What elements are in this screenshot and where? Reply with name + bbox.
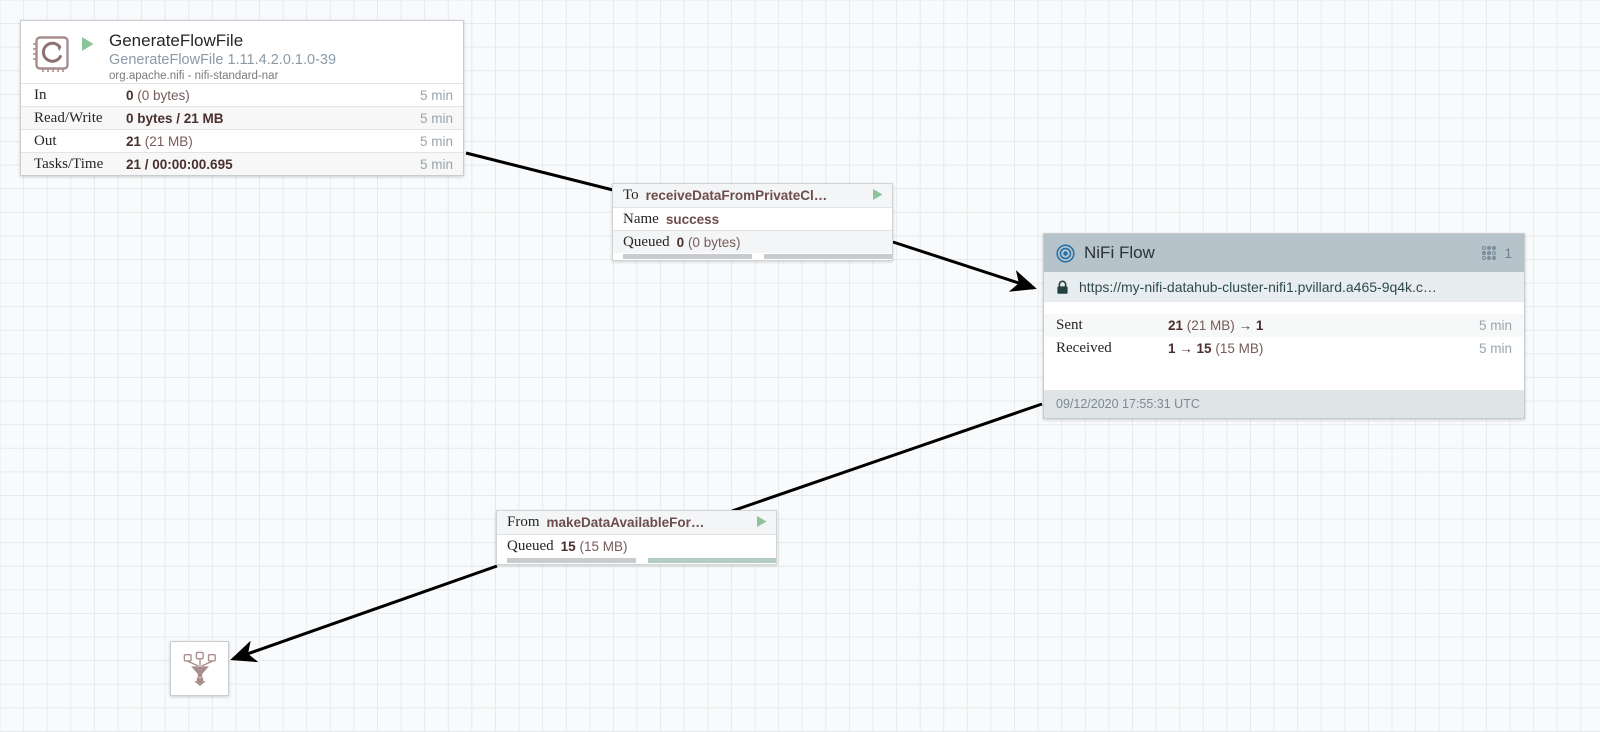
- stat-time-readwrite: 5 min: [419, 110, 453, 126]
- queue-count-bar: [507, 558, 636, 563]
- stat-value-readwrite-amount: 0 bytes / 21 MB: [126, 110, 224, 126]
- stat-label-taskstime: Tasks/Time: [34, 155, 104, 172]
- play-triangle-icon[interactable]: [864, 188, 884, 204]
- connection-to-queued-count: 0: [676, 234, 685, 250]
- processor-header: GenerateFlowFile GenerateFlowFile 1.11.4…: [21, 21, 463, 83]
- connection-from-queued-count: 15: [560, 538, 576, 554]
- stat-value-sent: 21 (21 MB) → 1: [1168, 318, 1264, 333]
- connection-to-direction-label: To: [623, 187, 639, 203]
- last-refreshed-timestamp: 09/12/2020 17:55:31 UTC: [1056, 397, 1200, 411]
- link-connection-from-to-funnel[interactable]: [230, 564, 498, 663]
- connection-to-name-label: Name: [623, 210, 659, 227]
- connection-from-queued-size: (15 MB): [579, 538, 628, 554]
- processor-stat-taskstime: Tasks/Time 21 / 00:00:00.695 5 min: [21, 152, 463, 175]
- stat-value-taskstime: 21 / 00:00:00.695: [126, 157, 420, 172]
- stat-time-sent: 5 min: [1478, 318, 1512, 333]
- remote-process-group-nifi-flow[interactable]: NiFi Flow 1: [1043, 233, 1525, 419]
- connection-to-queued-label: Queued: [623, 233, 670, 250]
- stat-time-out: 5 min: [419, 133, 453, 149]
- stat-label-sent: Sent: [1056, 317, 1083, 333]
- stat-value-readwrite: 0 bytes / 21 MB: [126, 111, 420, 126]
- remote-process-group-url[interactable]: https://my-nifi-datahub-cluster-nifi1.pv…: [1079, 279, 1437, 295]
- connection-card-from[interactable]: From makeDataAvailableFor… Queued 15 (15…: [496, 510, 777, 565]
- connection-to-name-value: success: [665, 211, 720, 227]
- stat-value-taskstime-amount: 21 / 00:00:00.695: [126, 156, 233, 172]
- funnel-component[interactable]: [170, 641, 229, 696]
- stat-value-in-count: 0: [126, 87, 134, 103]
- remote-process-group-url-row: https://my-nifi-datahub-cluster-nifi1.pv…: [1044, 272, 1524, 302]
- remote-group-stat-sent: Sent 21 (21 MB) → 1 5 min: [1044, 314, 1524, 337]
- stat-value-out: 21 (21 MB): [126, 134, 420, 149]
- stat-label-out: Out: [34, 132, 57, 149]
- connection-to-queued-size: (0 bytes): [687, 234, 741, 250]
- queue-count-bar: [623, 254, 752, 259]
- remote-process-group-stats: Sent 21 (21 MB) → 1 5 min Received 1 → 1…: [1044, 302, 1524, 390]
- processor-type: GenerateFlowFile 1.11.4.2.0.1.0-39: [109, 52, 337, 68]
- stat-value-out-size: (21 MB): [144, 133, 193, 149]
- play-triangle-icon[interactable]: [81, 36, 99, 57]
- stat-value-out-count: 21: [126, 133, 142, 149]
- stat-label-received: Received: [1056, 340, 1112, 356]
- connection-to-queued-row: Queued 0 (0 bytes): [613, 230, 892, 253]
- processor-stat-out: Out 21 (21 MB) 5 min: [21, 129, 463, 152]
- processor-chip-icon: [31, 32, 73, 74]
- remote-group-target-icon: [1056, 243, 1075, 263]
- queue-size-bar: [763, 254, 892, 259]
- remote-process-group-title: NiFi Flow: [1084, 243, 1155, 262]
- funnel-icon: [183, 651, 217, 687]
- processor-name: GenerateFlowFile: [109, 31, 244, 50]
- connection-to-name-row: Name success: [613, 207, 892, 230]
- connection-from-queue-bars: [497, 557, 776, 564]
- port-grid-icon[interactable]: [1481, 245, 1497, 261]
- stat-label-readwrite: Read/Write: [34, 109, 103, 126]
- link-remote-group-to-connection-from[interactable]: [731, 402, 1043, 513]
- link-connection-to-remote-group[interactable]: [892, 240, 1037, 292]
- stat-time-in: 5 min: [419, 87, 453, 103]
- stat-value-in-size: (0 bytes): [137, 87, 190, 103]
- processor-stat-readwrite: Read/Write 0 bytes / 21 MB 5 min: [21, 106, 463, 129]
- link-processor-to-connection[interactable]: [465, 151, 614, 192]
- stat-label-in: In: [34, 86, 47, 103]
- connection-card-to[interactable]: To receiveDataFromPrivateCl… Name succes…: [612, 183, 893, 261]
- remote-process-group-footer: 09/12/2020 17:55:31 UTC: [1044, 390, 1524, 418]
- connection-from-queued-label: Queued: [507, 537, 554, 554]
- remote-group-stat-received: Received 1 → 15 (15 MB) 5 min: [1044, 337, 1524, 360]
- lock-icon: [1056, 280, 1069, 295]
- remote-process-group-header: NiFi Flow 1: [1044, 234, 1524, 272]
- connection-to-queue-bars: [613, 253, 892, 260]
- connection-to-queued-value: 0 (0 bytes): [677, 235, 741, 250]
- connection-from-queued-row: Queued 15 (15 MB): [497, 534, 776, 557]
- stat-time-taskstime: 5 min: [419, 156, 453, 172]
- stat-time-received: 5 min: [1478, 341, 1512, 356]
- connection-to-destination-row: To receiveDataFromPrivateCl…: [613, 184, 892, 207]
- connection-from-direction-label: From: [507, 514, 540, 530]
- remote-process-group-transmitting-count: 1: [1504, 245, 1512, 261]
- play-triangle-icon[interactable]: [748, 515, 768, 531]
- connection-from-source-row: From makeDataAvailableFor…: [497, 511, 776, 534]
- connection-from-queued-value: 15 (15 MB): [561, 539, 628, 554]
- processor-generateflowfile[interactable]: GenerateFlowFile GenerateFlowFile 1.11.4…: [20, 20, 464, 176]
- stat-value-in: 0 (0 bytes): [126, 88, 420, 103]
- connection-to-destination: receiveDataFromPrivateCl…: [645, 188, 828, 203]
- processor-stat-in: In 0 (0 bytes) 5 min: [21, 83, 463, 106]
- connection-from-source: makeDataAvailableFor…: [546, 515, 705, 530]
- stat-value-received: 1 → 15 (15 MB): [1168, 341, 1264, 356]
- processor-bundle: org.apache.nifi - nifi-standard-nar: [109, 70, 279, 82]
- queue-size-bar: [647, 558, 776, 563]
